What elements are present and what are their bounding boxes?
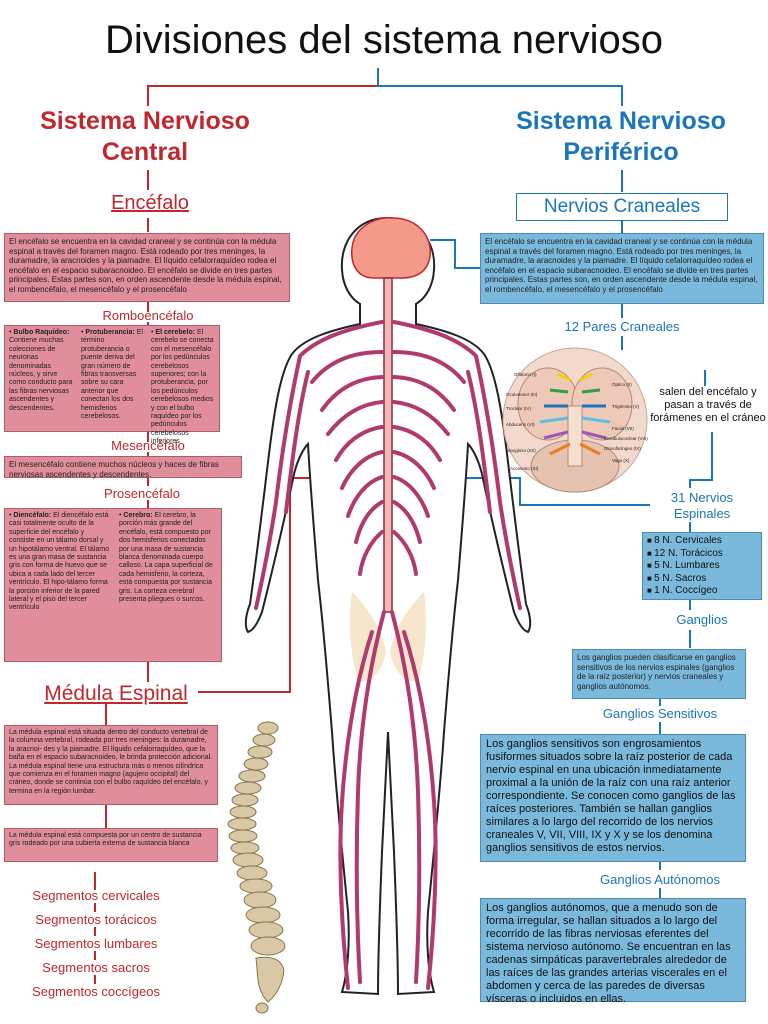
peripheral-nerves: [254, 320, 522, 990]
cerebro-column: • Cerebro: El cerebro, la porción más gr…: [119, 512, 213, 604]
spinal-list-item-toracicos: 12 N. Torácicos: [647, 548, 757, 561]
spinal-list-item-lumbares: 5 N. Lumbares: [647, 560, 757, 573]
nerve-label-accesorio: Accesorio (XI): [510, 466, 539, 471]
spinal-cord: [383, 277, 393, 613]
romboencefalo-box: • Bulbo Raquídeo: Contiene muchas colecc…: [4, 325, 220, 445]
diencefalo-text: El diencéfalo está casi totalmente ocult…: [9, 512, 109, 612]
spinal-list-item-cervicales: 8 N. Cervicales: [647, 535, 757, 548]
diencefalo-title: Diencéfalo:: [13, 512, 52, 519]
central-heading: Sistema Nervioso Central: [10, 106, 280, 168]
nervios-espinales-line1: 31 Nervios: [670, 490, 734, 505]
prosencefalo-heading: Prosencéfalo: [104, 486, 180, 501]
segmento-toracico: Segmentos torácicos: [35, 912, 157, 927]
ganglios-sensitivos-text: Los ganglios sensitivos son engrosamient…: [480, 734, 746, 862]
spinal-nerves-list: 8 N. Cervicales 12 N. Torácicos 5 N. Lum…: [642, 532, 762, 600]
cranial-nerves-illustration: Olfatorio (I) Óptico (II) Oculomotor (II…: [502, 347, 648, 493]
nervios-craneales-text: El encéfalo se encuentra en la cavidad c…: [480, 233, 764, 304]
romboencefalo-heading: Romboencéfalo: [102, 308, 194, 323]
spinal-list-item-coccigeo: 1 N. Coccígeo: [647, 585, 757, 598]
medula-text-2: La médula espinal está compuesta por un …: [4, 828, 218, 862]
bulbo-raquideo-column: • Bulbo Raquídeo: Contiene muchas colecc…: [9, 329, 73, 412]
segmento-coccigeo: Segmentos coccígeos: [32, 984, 160, 999]
nerve-label-abducens: Abducens (VI): [506, 422, 535, 427]
protuberancia-text: El término protuberancia o puente deriva…: [81, 329, 143, 421]
nerve-label-vago: Vago (X): [612, 458, 630, 463]
encefalo-heading: Encéfalo: [111, 192, 189, 214]
protuberancia-column: • Protuberancia: El término protuberanci…: [81, 329, 143, 421]
medula-text-1: La médula espinal está situada dentro de…: [4, 725, 218, 805]
ganglios-autonomos-text: Los ganglios autónomos, que a menudo son…: [480, 898, 746, 1005]
nervios-craneales-heading: Nervios Craneales: [516, 193, 728, 221]
ganglios-text: Los ganglios pueden clasificarse en gang…: [572, 649, 746, 699]
nervios-espinales-heading: 31 Nervios Espinales: [622, 490, 768, 522]
cerebelo-column: • El cerebelo: El cerebelo se conecta co…: [151, 329, 214, 446]
nerve-label-trigemino: Trigémino (V): [612, 404, 640, 409]
central-heading-line2: Central: [101, 138, 189, 166]
pares-craneales-label: 12 Pares Craneales: [564, 319, 680, 334]
peripheral-heading-line2: Periférico: [563, 138, 679, 166]
mesencefalo-text: El mesencéfalo contiene muchos núcleos y…: [4, 456, 242, 479]
nerve-label-glosofaringeo: Glosofaríngeo (IX): [604, 446, 641, 451]
spinal-list-item-sacros: 5 N. Sacros: [647, 573, 757, 586]
prosencefalo-box: • Diencéfalo: El diencéfalo está casi to…: [4, 508, 222, 662]
nerve-label-vestibulococlear: Vestibulococlear (VIII): [604, 436, 648, 441]
ganglios-sensitivos-heading: Ganglios Sensitivos: [602, 706, 718, 721]
cerebro-text: El cerebro, la porción más grande del en…: [119, 512, 213, 604]
mesencefalo-heading: Mesencéfalo: [111, 438, 185, 453]
peripheral-heading-line1: Sistema Nervioso: [516, 107, 726, 135]
human-nervous-system-figure: [244, 216, 532, 996]
spine-illustration: [227, 721, 286, 1014]
segmento-sacro: Segmentos sacros: [42, 960, 150, 975]
page-title: Divisiones del sistema nervioso: [104, 18, 663, 62]
cerebro-title: Cerebro:: [123, 512, 153, 519]
cerebelo-text: El cerebelo se conecta con el mesencéfal…: [151, 329, 214, 446]
medula-heading: Médula Espinal: [44, 682, 188, 705]
diencefalo-column: • Diencéfalo: El diencéfalo está casi to…: [9, 512, 109, 612]
bulbo-raquideo-text: Contiene muchas colecciones de neuronas …: [9, 337, 73, 412]
encefalo-text: El encéfalo se encuentra en la cavidad c…: [4, 233, 290, 302]
ganglios-autonomos-heading: Ganglios Autónomos: [600, 872, 720, 887]
nerve-label-hipogloso: Hipogloso (XII): [506, 448, 536, 453]
peripheral-heading: Sistema Nervioso Periférico: [486, 106, 756, 168]
bulbo-raquideo-title: Bulbo Raquídeo:: [13, 329, 70, 336]
brain-shape: [351, 217, 431, 279]
segmento-cervical: Segmentos cervicales: [32, 888, 160, 903]
segmento-lumbar: Segmentos lumbares: [34, 936, 158, 951]
central-heading-line1: Sistema Nervioso: [40, 107, 250, 135]
nerve-label-oculomotor: Oculomotor (III): [506, 392, 538, 397]
nerve-label-optico: Óptico (II): [612, 381, 632, 387]
nerve-label-olfatorio: Olfatorio (I): [514, 372, 537, 377]
cerebelo-title: El cerebelo:: [155, 329, 196, 336]
salen-encefalo-text: salen del encéfalo y pasan a través de f…: [650, 386, 766, 424]
nerve-label-troclear: Troclear (IV): [506, 406, 531, 411]
nerve-label-facial: Facial (VII): [612, 426, 634, 431]
protuberancia-title: Protuberancia:: [85, 329, 135, 336]
ganglios-heading: Ganglios: [676, 612, 728, 627]
nervios-espinales-line2: Espinales: [673, 506, 731, 521]
